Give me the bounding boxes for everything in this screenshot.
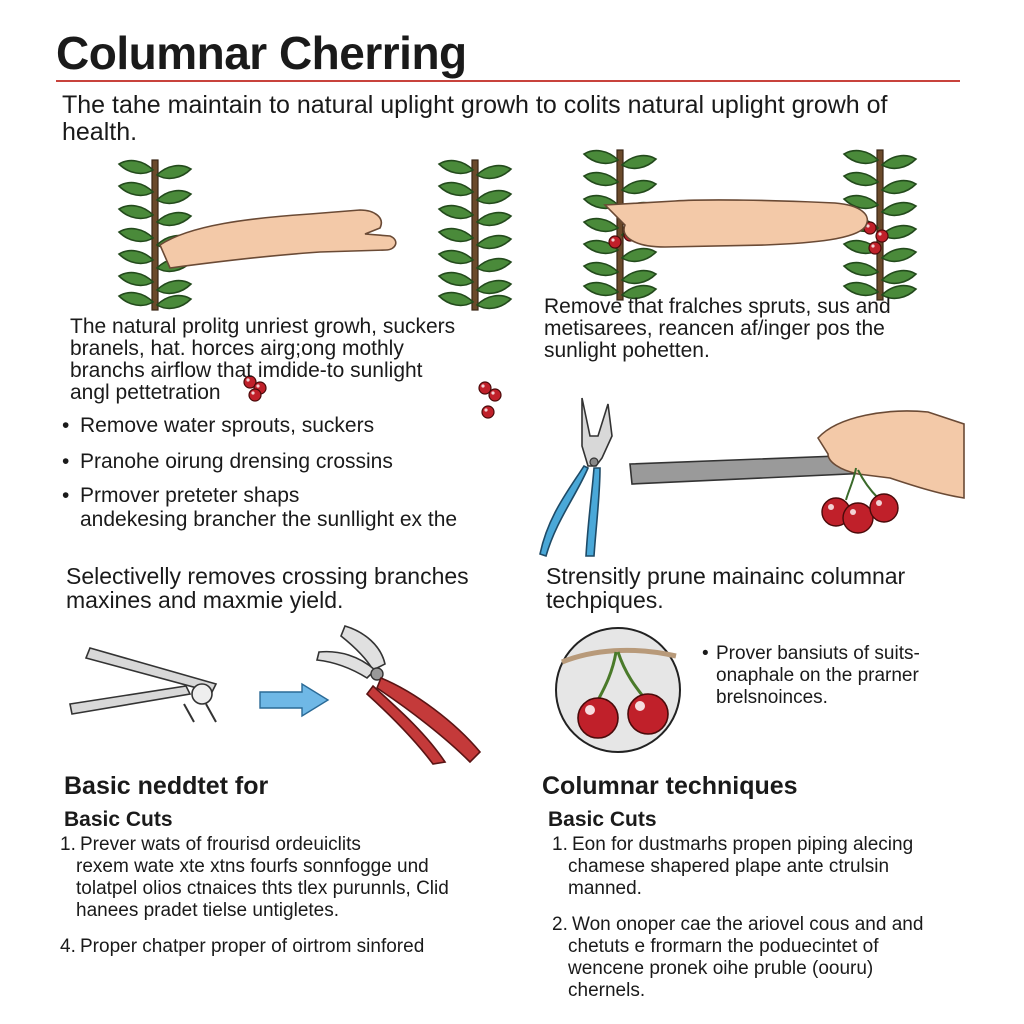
lead-line: Selectivelly removes crossing branches bbox=[66, 563, 469, 589]
list-item: 1.Eon for dustmarhs propen piping alecin… bbox=[552, 834, 972, 900]
hand-icon bbox=[603, 199, 869, 248]
left-paragraph: The natural prolitg unriest growh, sucke… bbox=[70, 316, 510, 404]
lead-line: techpiques. bbox=[546, 587, 664, 613]
list-item: 4.Proper chatper proper of oirtrom sinfo… bbox=[60, 936, 510, 958]
lead-line: maxines and maxmie yield. bbox=[66, 587, 344, 613]
left-lead-text: Selectivelly removes crossing branches m… bbox=[66, 564, 526, 612]
bullet-text: Prmover preteter shaps bbox=[80, 484, 300, 507]
bullet-marker: • bbox=[62, 484, 70, 507]
step-line: wencene pronek oihe pruble (oouru) bbox=[568, 958, 874, 979]
step-number: 4. bbox=[60, 936, 76, 957]
step-line: manned. bbox=[568, 878, 642, 899]
bullet-marker: • bbox=[62, 414, 70, 437]
bullet-text: andekesing brancher the sunllight ex the bbox=[80, 508, 458, 531]
step-number: 1. bbox=[552, 834, 568, 855]
list-item: 2.Won onoper cae the ariovel cous and an… bbox=[552, 914, 972, 1002]
bullet-text: Remove water sprouts, suckers bbox=[80, 414, 375, 437]
pruning-saw-icon bbox=[69, 647, 218, 723]
pruning-shears-icon bbox=[316, 625, 482, 765]
pruning-shears-icon bbox=[539, 397, 613, 558]
step-line: chetuts e frormarn the poduecintet of bbox=[568, 936, 879, 957]
lead-line: Strensitly prune mainainc columnar bbox=[546, 563, 906, 589]
right-lead-text: Strensitly prune mainainc columnar techp… bbox=[546, 564, 986, 612]
bullet-text: Pranohe oirung drensing crossins bbox=[80, 450, 393, 473]
callout-line: Prover bansiuts of suits- bbox=[716, 643, 920, 664]
step-line: Won onoper cae the ariovel cous and and bbox=[572, 914, 924, 935]
list-item: • Prmover preteter shaps andekesing branc… bbox=[62, 484, 522, 532]
step-line: rexem wate xte xtns fourfs sonnfogge und bbox=[76, 856, 429, 877]
right-paragraph: Remove that fralches spruts, sus and met… bbox=[544, 296, 964, 362]
title-divider bbox=[56, 80, 960, 82]
step-number: 2. bbox=[552, 914, 568, 935]
right-steps: 1.Eon for dustmarhs propen piping alecin… bbox=[552, 834, 972, 1002]
arrow-right-icon bbox=[259, 682, 330, 718]
right-subheading: Basic Cuts bbox=[548, 808, 657, 831]
step-line: chamese shapered plape ante ctrulsin bbox=[568, 856, 890, 877]
paragraph-line: metisarees, reancen af/inger pos the bbox=[544, 317, 885, 340]
intro-text: The tahe maintain to natural uplight gro… bbox=[62, 91, 888, 146]
paragraph-line: angl pettetration bbox=[70, 381, 221, 404]
cherry-closeup-icon bbox=[555, 627, 681, 753]
left-section-heading: Basic neddtet for bbox=[64, 772, 269, 800]
hand-icon bbox=[158, 209, 397, 269]
left-bullet-list: • Remove water sprouts, suckers • Pranohe … bbox=[62, 414, 522, 532]
step-number: 1. bbox=[60, 834, 76, 855]
bullet-marker: • bbox=[702, 643, 709, 664]
paragraph-line: The natural prolitg unriest growh, sucke… bbox=[70, 315, 456, 338]
list-item: • Pranohe oirung drensing crossins bbox=[62, 450, 522, 474]
pruning-saw-icon bbox=[629, 410, 965, 534]
callout-bullet: • Prover bansiuts of suits- onaphale on t… bbox=[702, 643, 962, 709]
step-line: tolatpel olios ctnaices thts tlex purunn… bbox=[76, 878, 449, 899]
paragraph-line: branchs airflow that imdide-to sunlight bbox=[70, 359, 423, 382]
step-line: Eon for dustmarhs propen piping alecing bbox=[572, 834, 914, 855]
callout-line: brelsnoinces. bbox=[716, 687, 828, 708]
page-title: Columnar Cherring bbox=[56, 27, 467, 79]
step-line: Prever wats of frourisd ordeuiclits bbox=[80, 834, 361, 855]
left-steps: 1.Prever wats of frourisd ordeuiclits re… bbox=[60, 834, 510, 958]
paragraph-line: sunlight pohetten. bbox=[544, 339, 710, 362]
step-line: hanees pradet tielse untigletes. bbox=[76, 900, 340, 921]
bullet-marker: • bbox=[62, 450, 70, 473]
list-item: • Remove water sprouts, suckers bbox=[62, 414, 522, 438]
step-line: chernels. bbox=[568, 980, 646, 1001]
left-subheading: Basic Cuts bbox=[64, 808, 173, 831]
step-line: Proper chatper proper of oirtrom sinfore… bbox=[80, 936, 425, 957]
callout-line: onaphale on the prarner bbox=[716, 665, 919, 686]
paragraph-line: Remove that fralches spruts, sus and bbox=[544, 295, 891, 318]
list-item: 1.Prever wats of frourisd ordeuiclits re… bbox=[60, 834, 510, 922]
right-section-heading: Columnar techniques bbox=[542, 772, 798, 800]
paragraph-line: branels, hat. horces airg;ong mothly bbox=[70, 337, 404, 360]
